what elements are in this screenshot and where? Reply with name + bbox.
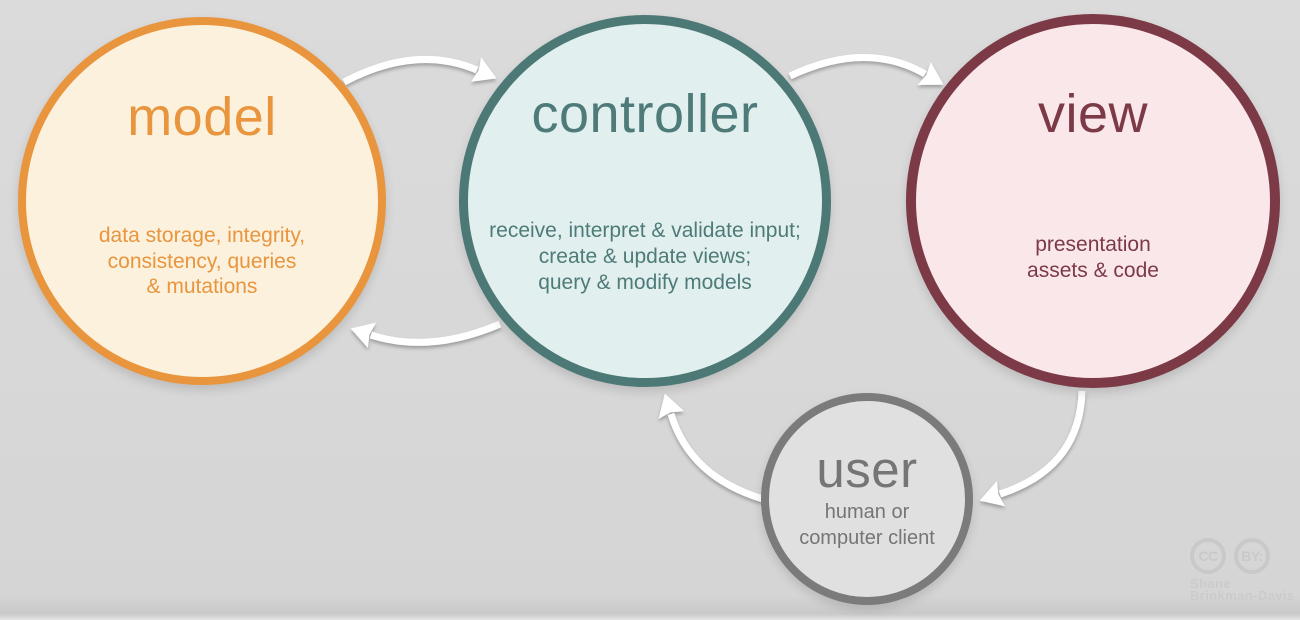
arrow-model-to-controller bbox=[342, 55, 497, 86]
view-description: presentation assets & code bbox=[1027, 233, 1159, 282]
model-title: model bbox=[127, 87, 277, 147]
view-title: view bbox=[1037, 84, 1149, 144]
node-model: model data storage, integrity, consisten… bbox=[18, 17, 386, 385]
node-user: user human or computer client bbox=[761, 393, 973, 605]
node-view: view presentation assets & code bbox=[906, 14, 1280, 388]
author-name: Shane Brinkman-Davis bbox=[1190, 576, 1295, 603]
arrow-controller-to-model bbox=[350, 320, 502, 348]
user-description: human or computer client bbox=[799, 501, 935, 549]
user-title: user bbox=[816, 441, 918, 498]
cc-badge-icon: CC bbox=[1190, 538, 1226, 574]
cc-by-badge-icon: BY: bbox=[1234, 538, 1270, 574]
arrow-user-to-controller bbox=[658, 393, 765, 503]
arrow-controller-to-view bbox=[788, 54, 944, 86]
node-controller: controller receive, interpret & validate… bbox=[459, 15, 831, 387]
controller-description: receive, interpret & validate input; cre… bbox=[489, 219, 801, 294]
model-description: data storage, integrity, consistency, qu… bbox=[98, 224, 306, 298]
controller-title: controller bbox=[531, 84, 759, 144]
license-attribution: CC BY: Shane Brinkman-Davis bbox=[1190, 538, 1295, 603]
arrow-view-to-user bbox=[979, 390, 1086, 507]
